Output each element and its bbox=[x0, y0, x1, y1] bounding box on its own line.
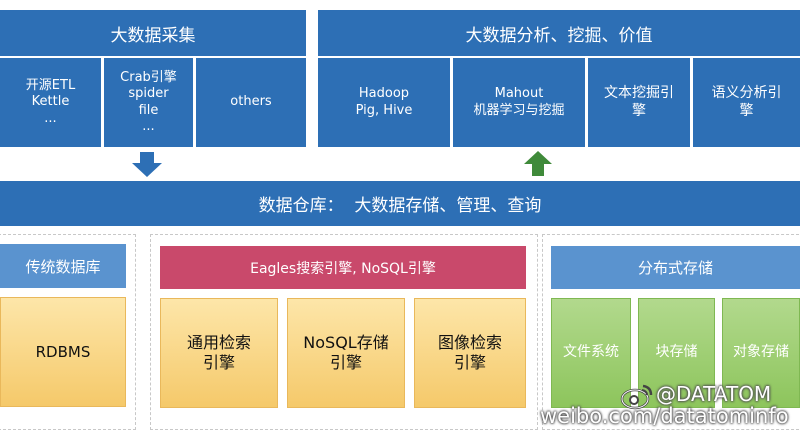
analysis-header: 大数据分析、挖掘、价值 bbox=[318, 10, 800, 56]
traditional-db-rdbms: RDBMS bbox=[0, 297, 126, 407]
traditional-db-header: 传统数据库 bbox=[0, 244, 126, 288]
distributed-header: 分布式存储 bbox=[551, 246, 800, 289]
search-item-nosql-label: NoSQL存储 引擎 bbox=[303, 333, 389, 372]
warehouse-bar: 数据仓库： 大数据存储、管理、查询 bbox=[0, 181, 800, 226]
traditional-db-rdbms-label: RDBMS bbox=[35, 343, 91, 361]
analysis-item-mahout-label: Mahout 机器学习与挖掘 bbox=[473, 86, 565, 118]
collection-title: 大数据采集 bbox=[110, 25, 196, 46]
distributed-item-filesystem-label: 文件系统 bbox=[563, 344, 619, 361]
watermark-url: weibo.com/datatominfo bbox=[540, 404, 789, 428]
search-item-image: 图像检索 引擎 bbox=[414, 298, 526, 408]
analysis-item-semantic-label: 语义分析引 擎 bbox=[711, 85, 782, 119]
traditional-db-panel bbox=[0, 234, 136, 430]
weibo-logo-icon bbox=[620, 384, 653, 410]
collection-item-others-label: others bbox=[230, 94, 272, 110]
search-item-nosql: NoSQL存储 引擎 bbox=[287, 298, 405, 408]
collection-item-others: others bbox=[196, 58, 306, 147]
watermark-handle: @DATATOM bbox=[656, 382, 772, 406]
search-panel bbox=[150, 234, 538, 430]
distributed-title: 分布式存储 bbox=[637, 259, 713, 277]
warehouse-title: 数据仓库： 大数据存储、管理、查询 bbox=[258, 196, 542, 216]
distributed-item-object-label: 对象存储 bbox=[733, 344, 789, 361]
search-item-general-label: 通用检索 引擎 bbox=[186, 333, 251, 372]
analysis-item-hadoop-label: Hadoop Pig, Hive bbox=[355, 86, 413, 118]
collection-item-crab-label: Crab引擎 spider file ... bbox=[120, 70, 177, 134]
search-title: Eagles搜索引擎, NoSQL引擎 bbox=[250, 260, 436, 277]
analysis-item-semantic: 语义分析引 擎 bbox=[693, 58, 800, 147]
collection-item-etl-label: 开源ETL Kettle ... bbox=[25, 78, 76, 126]
search-item-general: 通用检索 引擎 bbox=[160, 298, 278, 408]
analysis-item-text-mining-label: 文本挖掘引 擎 bbox=[604, 85, 674, 119]
collection-header: 大数据采集 bbox=[0, 10, 306, 56]
distributed-item-object: 对象存储 bbox=[722, 298, 800, 408]
analysis-item-text-mining: 文本挖掘引 擎 bbox=[588, 58, 690, 147]
arrow-up-icon bbox=[524, 151, 552, 176]
arrow-down-icon bbox=[132, 152, 162, 177]
distributed-item-filesystem: 文件系统 bbox=[551, 298, 631, 408]
analysis-item-mahout: Mahout 机器学习与挖掘 bbox=[453, 58, 585, 147]
distributed-panel bbox=[542, 234, 800, 430]
analysis-item-hadoop: Hadoop Pig, Hive bbox=[318, 58, 450, 147]
collection-item-crab: Crab引擎 spider file ... bbox=[104, 58, 193, 147]
distributed-item-block-label: 块存储 bbox=[655, 344, 698, 361]
search-header: Eagles搜索引擎, NoSQL引擎 bbox=[160, 246, 526, 289]
analysis-title: 大数据分析、挖掘、价值 bbox=[465, 25, 653, 46]
collection-item-etl: 开源ETL Kettle ... bbox=[0, 58, 101, 147]
search-item-image-label: 图像检索 引擎 bbox=[437, 333, 502, 372]
traditional-db-title: 传统数据库 bbox=[25, 257, 101, 276]
